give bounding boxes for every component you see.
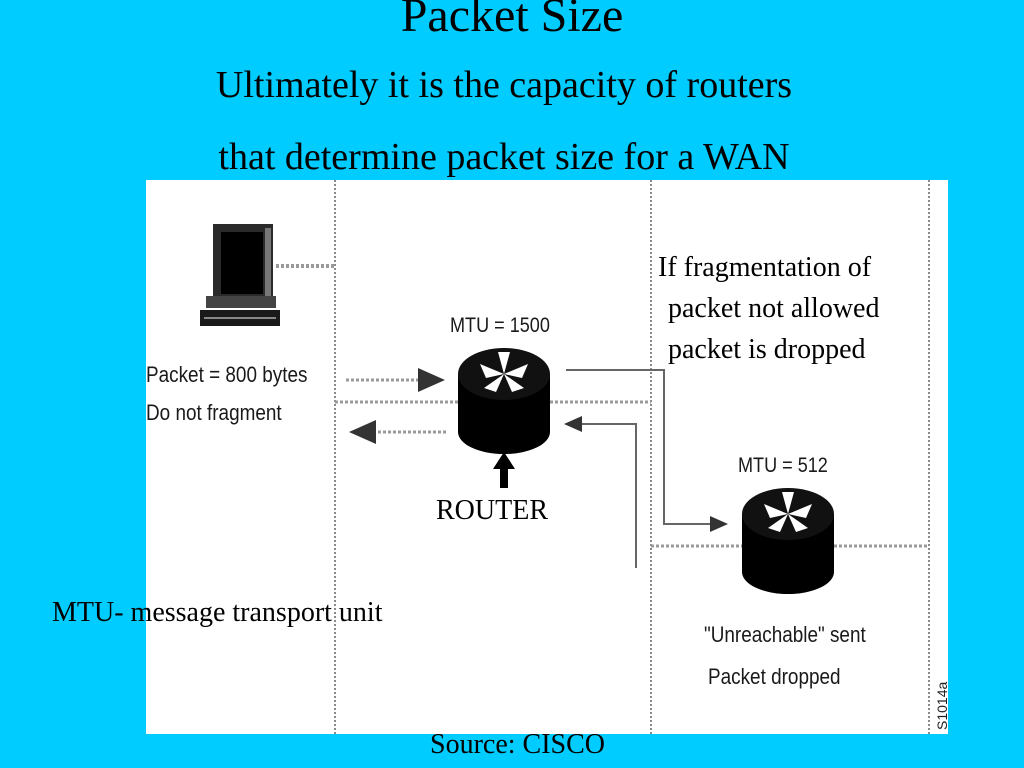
- unreachable-label-line2: Packet dropped: [708, 664, 841, 689]
- fragmentation-note-line1: If fragmentation of: [658, 252, 872, 283]
- slide-title: Packet Size: [400, 0, 624, 42]
- computer-icon: [200, 224, 280, 326]
- subtitle-line-1: Ultimately it is the capacity of routers: [215, 64, 793, 106]
- router2-mtu-label: MTU = 512: [738, 454, 828, 477]
- fragmentation-note-line3: packet is dropped: [668, 334, 866, 365]
- packet-label-line1: Packet = 800 bytes: [146, 362, 308, 387]
- return-path: [564, 416, 637, 568]
- fragmentation-note-line2: packet not allowed: [668, 293, 880, 324]
- packet-label-line2: Do not fragment: [146, 400, 282, 425]
- router-label: ROUTER: [436, 495, 548, 526]
- forward-path: [566, 369, 728, 532]
- subtitle-line-2: that determine packet size for a WAN: [218, 136, 790, 178]
- mtu-diagram: MTU = 1500 MTU = 512 Packet = 800 bytes …: [146, 180, 948, 734]
- diagram-graphics: [200, 180, 930, 734]
- router1-mtu-label: MTU = 1500: [450, 314, 550, 337]
- router-icon: [458, 348, 550, 454]
- router-icon: [742, 488, 834, 594]
- source-credit: Source: CISCO: [430, 729, 605, 760]
- figure-code: S1014a: [934, 681, 948, 730]
- mtu-definition: MTU- message transport unit: [52, 597, 383, 628]
- unreachable-label-line1: "Unreachable" sent: [704, 622, 866, 647]
- up-arrow-icon: [493, 452, 515, 488]
